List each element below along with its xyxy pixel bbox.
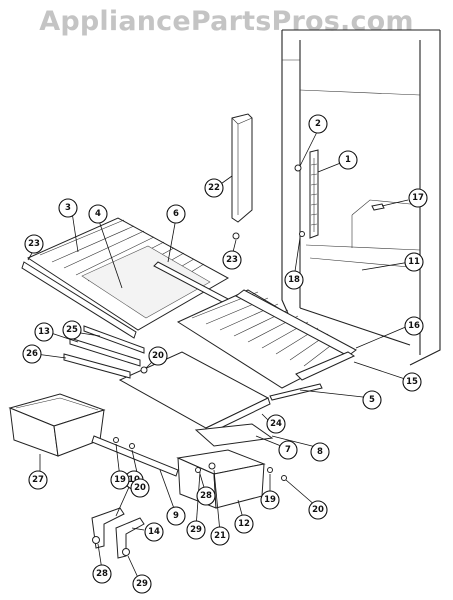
callout-16: 16	[404, 316, 424, 336]
callout-23-top: 23	[222, 250, 242, 270]
watermark-text: AppliancePartsPros.com	[39, 6, 414, 37]
callout-15: 15	[402, 372, 422, 392]
svg-text:23: 23	[226, 255, 238, 265]
part-19-screw-b	[267, 467, 273, 473]
callout-8: 8	[310, 442, 330, 462]
svg-text:10: 10	[128, 475, 140, 485]
callout-19-left: 19	[110, 470, 130, 490]
svg-text:19: 19	[264, 495, 276, 505]
callout-24: 24	[266, 414, 286, 434]
svg-text:12: 12	[238, 519, 250, 529]
part-17-fastener	[371, 203, 385, 211]
svg-text:2: 2	[315, 119, 321, 129]
callout-22: 22	[204, 178, 224, 198]
callout-27: 27	[28, 470, 48, 490]
svg-text:13: 13	[38, 327, 50, 337]
callout-26: 26	[22, 344, 42, 364]
callout-5: 5	[362, 390, 382, 410]
svg-text:9: 9	[173, 511, 179, 521]
callout-20-middle: 20	[130, 478, 150, 498]
part-13-rail	[69, 337, 141, 367]
part-20-screw-b	[129, 443, 135, 449]
callout-29-right: 29	[186, 520, 206, 540]
svg-text:28: 28	[96, 569, 108, 579]
svg-text:27: 27	[32, 475, 44, 485]
callout-25: 25	[62, 320, 82, 340]
svg-text:22: 22	[208, 183, 220, 193]
svg-text:20: 20	[152, 351, 164, 361]
svg-text:4: 4	[95, 209, 101, 219]
part-10-bracket	[91, 507, 145, 559]
callout-18: 18	[284, 270, 304, 290]
callout-28-right: 28	[196, 486, 216, 506]
part-27-crisper-pan	[8, 393, 106, 457]
svg-text:11: 11	[408, 257, 420, 267]
part-5-trim	[269, 383, 323, 401]
callout-11: 11	[404, 252, 424, 272]
callout-14: 14	[144, 522, 164, 542]
part-2-screw	[294, 164, 302, 172]
callout-28-bottom: 28	[92, 564, 112, 584]
callout-3: 3	[58, 198, 78, 218]
svg-text:3: 3	[65, 203, 71, 213]
svg-text:29: 29	[190, 525, 202, 535]
callout-4: 4	[88, 204, 108, 224]
callout-13: 13	[34, 322, 54, 342]
part-12-crisper-bin	[176, 449, 266, 509]
callout-19-right: 19	[260, 490, 280, 510]
svg-text:1: 1	[345, 155, 351, 165]
callout-9: 9	[166, 506, 186, 526]
part-18-clip	[299, 231, 305, 237]
callout-20-top: 20	[148, 346, 168, 366]
svg-text:23: 23	[28, 239, 40, 249]
svg-text:18: 18	[288, 275, 300, 285]
callout-23-left: 23	[24, 234, 44, 254]
callout-12: 12	[234, 514, 254, 534]
part-7-frame	[194, 423, 274, 447]
part-22-mullion-cover	[231, 113, 253, 223]
part-25-rail	[83, 325, 145, 354]
svg-text:20: 20	[312, 505, 324, 515]
part-15-support	[295, 351, 356, 381]
callout-2: 2	[308, 114, 328, 134]
svg-text:20: 20	[134, 483, 146, 493]
part-23-side-bracket	[21, 261, 137, 339]
part-20-screw-c	[281, 475, 287, 481]
svg-text:15: 15	[406, 377, 418, 387]
callout-17: 17	[408, 188, 428, 208]
part-19-screw-a	[113, 437, 119, 443]
svg-text:21: 21	[214, 531, 226, 541]
callout-21: 21	[210, 526, 230, 546]
callout-20-right: 20	[308, 500, 328, 520]
svg-text:6: 6	[173, 209, 179, 219]
part-9-slide-rail	[91, 435, 179, 477]
part-24-glass-shelf	[118, 351, 271, 435]
cabinet-outline	[281, 29, 441, 366]
part-1-shelf-rail	[309, 149, 319, 239]
svg-text:16: 16	[408, 321, 420, 331]
svg-text:19: 19	[114, 475, 126, 485]
svg-text:8: 8	[317, 447, 323, 457]
callout-1: 1	[338, 150, 358, 170]
svg-text:5: 5	[369, 395, 375, 405]
svg-text:24: 24	[270, 419, 282, 429]
callout-6: 6	[166, 204, 186, 224]
part-23-screw	[232, 232, 240, 240]
callout-29-bottom: 29	[132, 574, 152, 594]
svg-text:29: 29	[136, 579, 148, 589]
part-20-screw-a	[140, 366, 148, 374]
svg-text:14: 14	[148, 527, 160, 537]
svg-text:25: 25	[66, 325, 78, 335]
part-16-wire-shelf-right	[176, 289, 357, 389]
svg-text:26: 26	[26, 349, 38, 359]
svg-text:7: 7	[285, 445, 291, 455]
svg-text:28: 28	[200, 491, 212, 501]
callout-7: 7	[278, 440, 298, 460]
svg-text:17: 17	[412, 193, 424, 203]
